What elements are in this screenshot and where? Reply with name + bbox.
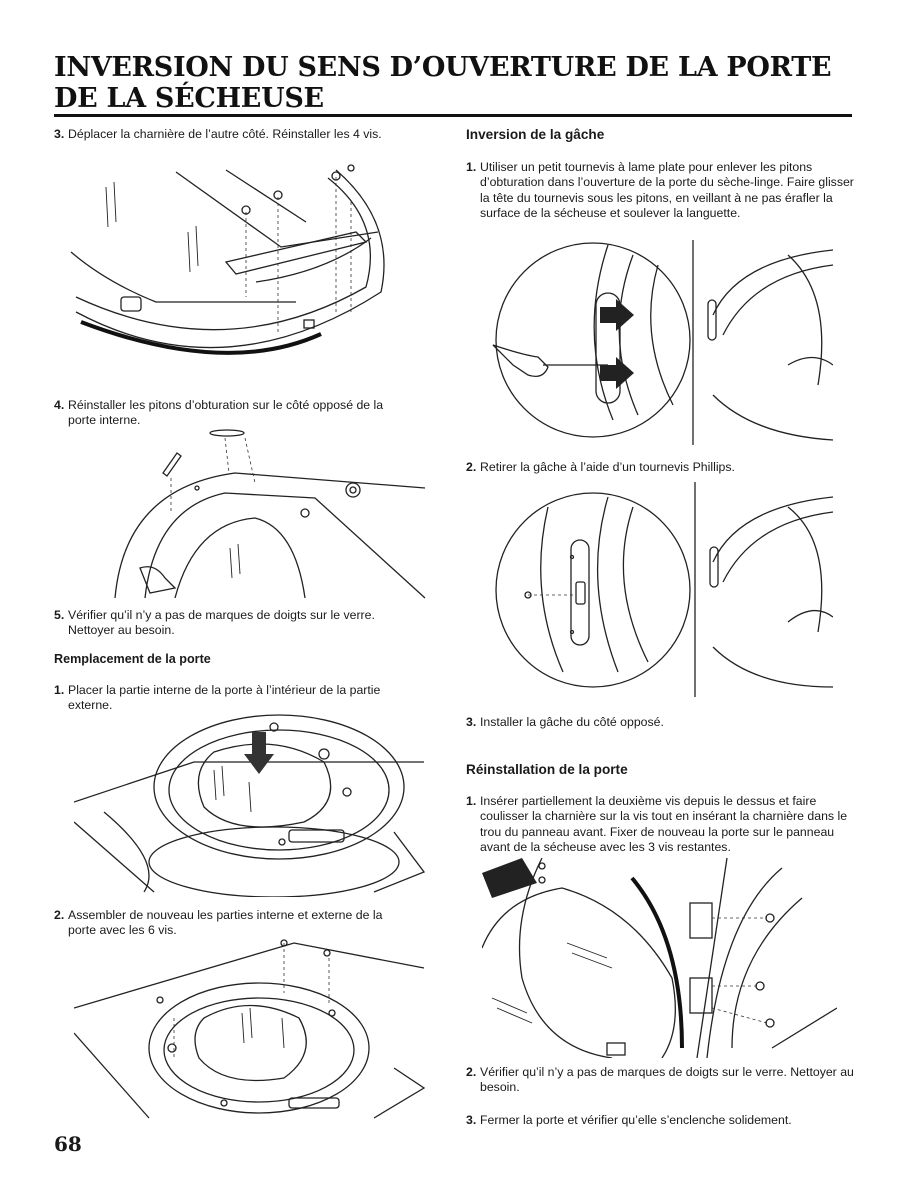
step-text: Vérifier qu’il n’y a pas de marques de d… bbox=[68, 608, 375, 638]
replacement-step-1: 1. Placer la partie interne de la porte … bbox=[54, 683, 419, 714]
step-number: 1. bbox=[466, 794, 477, 808]
step-text: Réinstaller les pitons d’obturation sur … bbox=[68, 398, 384, 428]
step-number: 5. bbox=[54, 608, 65, 622]
step-text: Retirer la gâche à l’aide d’un tournevis… bbox=[480, 460, 735, 475]
step-number: 2. bbox=[466, 1065, 477, 1079]
door-assembly-illustration bbox=[74, 712, 426, 897]
replacement-step-2: 2. Assembler de nouveau les parties inte… bbox=[54, 908, 399, 939]
page-title-line-2: DE LA SÉCHEUSE bbox=[54, 83, 324, 114]
strike-step-1: 1. Utiliser un petit tournevis à lame pl… bbox=[466, 160, 856, 222]
step-4-plugs: 4. Réinstaller les pitons d’obturation s… bbox=[54, 398, 394, 429]
step-5-glass: 5. Vérifier qu’il n’y a pas de marques d… bbox=[54, 608, 414, 639]
step-number: 1. bbox=[54, 683, 65, 697]
step-number: 2. bbox=[466, 460, 477, 474]
plug-removal-illustration bbox=[488, 235, 833, 450]
door-screws-illustration bbox=[74, 938, 426, 1123]
step-number: 4. bbox=[54, 398, 65, 412]
strike-step-2: 2. Retirer la gâche à l’aide d’un tourne… bbox=[466, 460, 856, 475]
hinge-illustration bbox=[66, 162, 396, 367]
step-number: 2. bbox=[54, 908, 65, 922]
strike-heading: Inversion de la gâche bbox=[466, 127, 605, 142]
page-title: INVERSION DU SENS D’OUVERTURE DE LA PORT… bbox=[54, 52, 854, 114]
step-3-hinge: 3. Déplacer la charnière de l’autre côté… bbox=[54, 127, 384, 142]
reinstall-step-2: 2. Vérifier qu’il n’y a pas de marques d… bbox=[466, 1065, 856, 1096]
step-text: Placer la partie interne de la porte à l… bbox=[68, 683, 381, 713]
title-rule bbox=[54, 114, 852, 117]
step-text: Déplacer la charnière de l’autre côté. R… bbox=[68, 127, 382, 142]
reinstall-step-1: 1. Insérer partiellement la deuxième vis… bbox=[466, 794, 861, 856]
step-text: Assembler de nouveau les parties interne… bbox=[68, 908, 383, 938]
step-number: 3. bbox=[466, 1113, 477, 1127]
page-title-line-1: INVERSION DU SENS D’OUVERTURE DE LA PORT… bbox=[54, 52, 832, 83]
replacement-heading: Remplacement de la porte bbox=[54, 652, 211, 666]
step-text: Utiliser un petit tournevis à lame plate… bbox=[480, 160, 854, 221]
step-text: Fermer la porte et vérifier qu’elle s’en… bbox=[480, 1113, 792, 1128]
page-number: 68 bbox=[54, 1132, 82, 1156]
reinstall-step-3: 3. Fermer la porte et vérifier qu’elle s… bbox=[466, 1113, 856, 1128]
step-text: Installer la gâche du côté opposé. bbox=[480, 715, 664, 730]
strike-removal-illustration bbox=[488, 482, 833, 697]
step-number: 1. bbox=[466, 160, 477, 174]
step-number: 3. bbox=[54, 127, 65, 141]
plug-illustration bbox=[105, 428, 430, 603]
door-reinstall-illustration bbox=[482, 858, 837, 1058]
strike-step-3: 3. Installer la gâche du côté opposé. bbox=[466, 715, 856, 730]
step-text: Insérer partiellement la deuxième vis de… bbox=[480, 794, 848, 855]
reinstall-heading: Réinstallation de la porte bbox=[466, 762, 628, 777]
step-number: 3. bbox=[466, 715, 477, 729]
step-text: Vérifier qu’il n’y a pas de marques de d… bbox=[480, 1065, 854, 1095]
